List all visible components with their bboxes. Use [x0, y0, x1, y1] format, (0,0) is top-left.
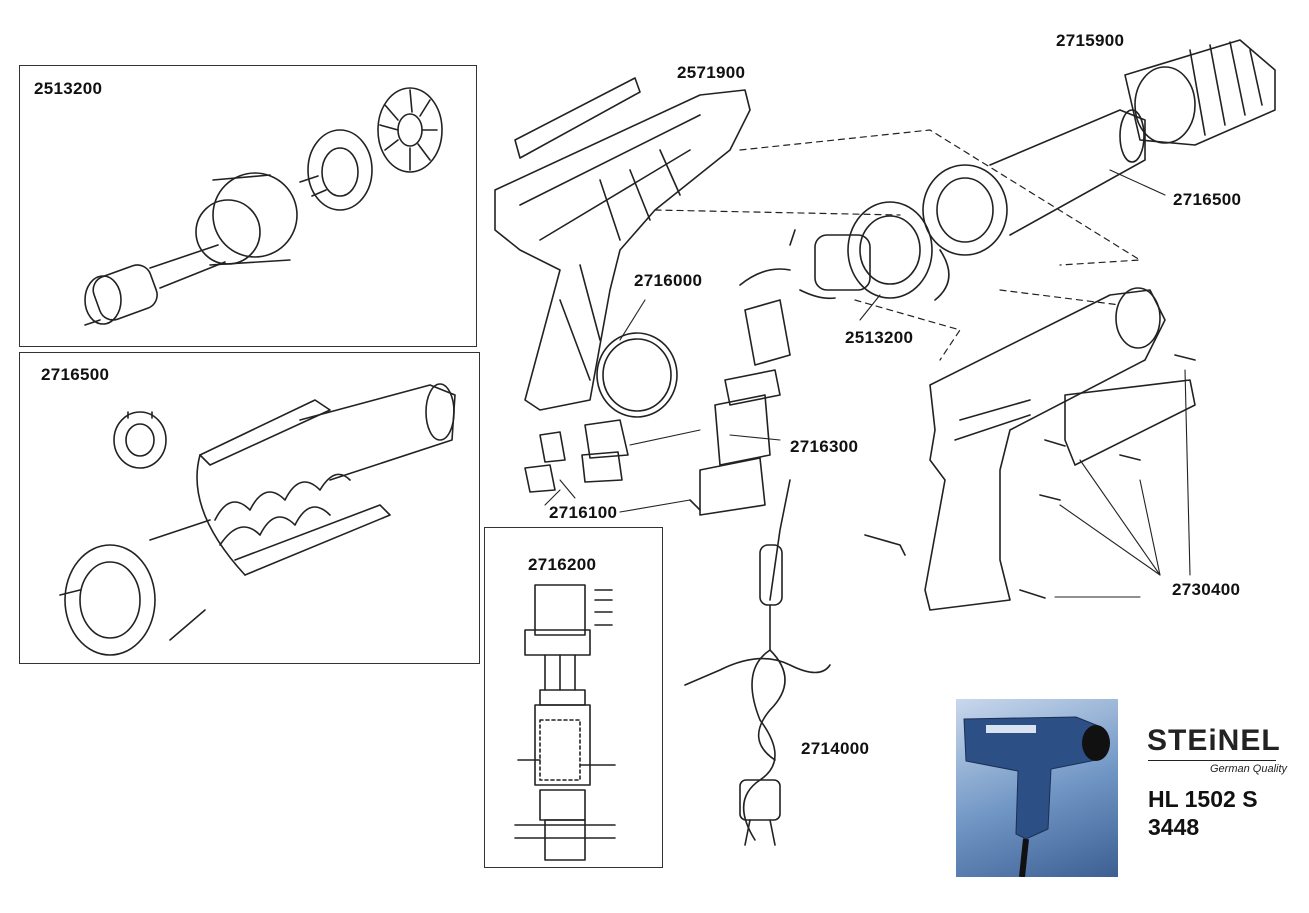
label-2716100: 2716100 — [549, 503, 618, 522]
switch-assembly-drawing — [689, 299, 791, 516]
label-2716300: 2716300 — [790, 437, 859, 456]
inset-box-2716500 — [19, 352, 480, 664]
shroud-drawing — [596, 332, 678, 418]
label-2730400: 2730400 — [1172, 580, 1241, 599]
housing-right-drawing — [924, 287, 1196, 611]
inset-box-2716200 — [484, 527, 663, 868]
motor-drawing — [739, 201, 933, 300]
heater-tube-drawing — [922, 109, 1146, 301]
label-2513200-inset: 2513200 — [34, 79, 103, 98]
nozzle-cap-drawing — [1124, 39, 1276, 146]
model-name: HL 1502 S — [1148, 786, 1258, 812]
heat-gun-photo-icon — [963, 716, 1110, 877]
label-2716500: 2716500 — [1173, 190, 1242, 209]
power-cord-drawing — [684, 479, 906, 846]
screws-drawing — [1019, 354, 1196, 599]
circuit-board-drawing — [514, 584, 616, 861]
label-2714000: 2714000 — [801, 739, 870, 758]
brand-tagline: German Quality — [1210, 763, 1288, 775]
label-2571900: 2571900 — [677, 63, 746, 82]
housing-half-drawing — [494, 77, 751, 411]
brand-rule — [1148, 760, 1276, 761]
inset-box-2513200 — [19, 65, 477, 347]
product-photo — [956, 699, 1118, 877]
leader-lines — [654, 129, 1141, 361]
label-2513200: 2513200 — [845, 328, 914, 347]
leader-lines-solid — [544, 169, 1191, 598]
label-2716000: 2716000 — [634, 271, 703, 290]
model-code: 3448 — [1148, 814, 1200, 840]
brand-logo: STEiNEL — [1147, 724, 1281, 757]
label-2715900: 2715900 — [1056, 31, 1125, 50]
clips-drawing — [524, 419, 629, 493]
label-2716200-inset: 2716200 — [528, 555, 597, 574]
label-2716500-inset: 2716500 — [41, 365, 110, 384]
heater-element-drawing — [59, 383, 456, 656]
motor-fan-assembly-drawing — [84, 87, 443, 326]
